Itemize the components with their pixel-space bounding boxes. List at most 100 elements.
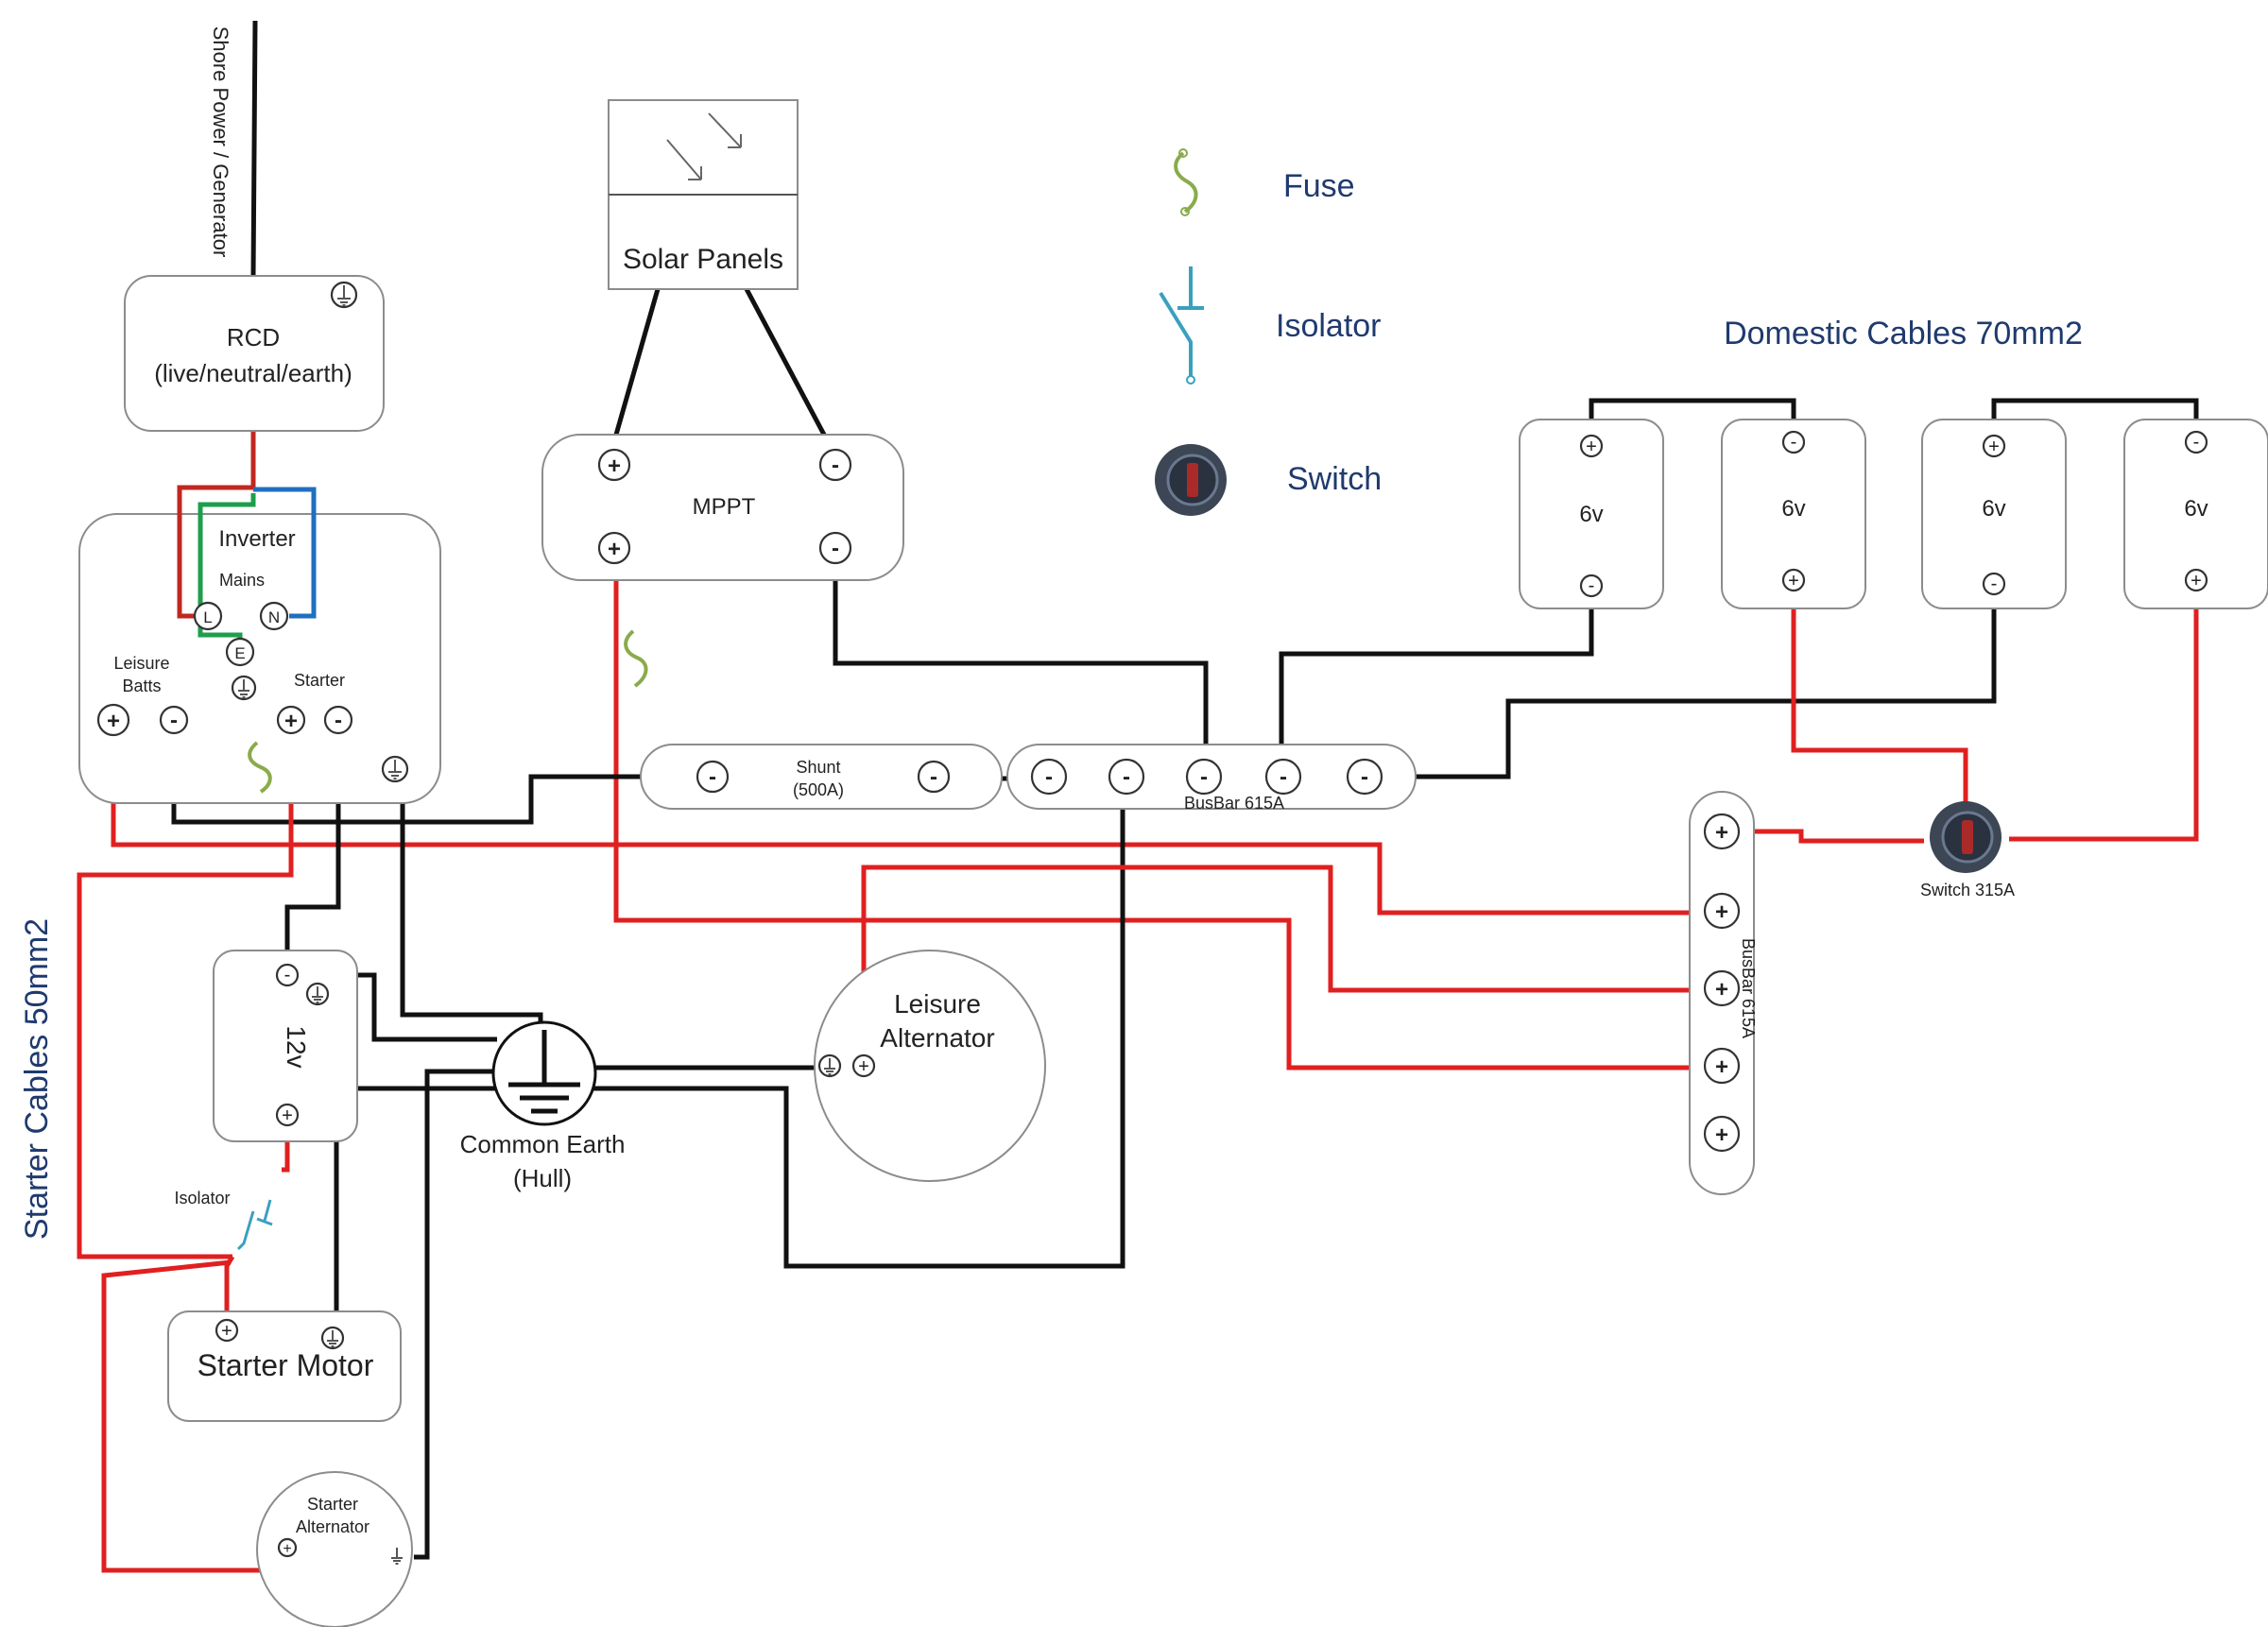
negative-busbar-label: BusBar 615A bbox=[1184, 794, 1284, 813]
shunt-negative-terminal-1: - bbox=[696, 760, 730, 794]
legend: Fuse Isolator Switch bbox=[1155, 148, 1382, 516]
rcd-box: RCD (live/neutral/earth) bbox=[124, 275, 385, 432]
terminal-n: N bbox=[259, 601, 289, 631]
busbar-negative-terminal-1: - bbox=[1030, 758, 1068, 796]
isolator-icon bbox=[236, 1199, 273, 1251]
svg-text:E: E bbox=[234, 644, 245, 662]
inverter-leisure-label: Leisure bbox=[113, 654, 169, 673]
busbar-negative-terminal-3: - bbox=[1185, 758, 1223, 796]
inverter-leisure-negative-terminal: - bbox=[159, 705, 189, 735]
inverter-live-internal bbox=[177, 485, 253, 619]
ground-icon bbox=[320, 1326, 345, 1350]
domestic-cables-label: Domestic Cables 70mm2 bbox=[1724, 316, 2083, 351]
starter-motor-positive-terminal: + bbox=[215, 1318, 239, 1343]
legend-fuse-label: Fuse bbox=[1283, 168, 1355, 204]
svg-text:+: + bbox=[608, 537, 621, 562]
inverter-starter-label: Starter bbox=[294, 671, 345, 690]
solar-panels-box: Solar Panels bbox=[608, 99, 799, 290]
battery1-positive-terminal: + bbox=[1579, 434, 1604, 458]
svg-text:-: - bbox=[709, 764, 716, 790]
svg-text:-: - bbox=[1791, 432, 1797, 453]
svg-text:+: + bbox=[608, 454, 621, 479]
ground-icon bbox=[330, 281, 358, 309]
svg-text:-: - bbox=[832, 453, 839, 478]
battery-switch-icon bbox=[1155, 444, 1227, 516]
sunlight-icon bbox=[666, 112, 742, 180]
svg-text:+: + bbox=[1586, 437, 1597, 457]
mppt-label: MPPT bbox=[693, 494, 756, 520]
svg-text:-: - bbox=[335, 708, 342, 733]
svg-text:-: - bbox=[1361, 764, 1368, 790]
busbar-positive-terminal-1: + bbox=[1703, 813, 1741, 850]
battery4-positive-terminal: + bbox=[2184, 568, 2208, 592]
svg-text:+: + bbox=[2191, 571, 2202, 591]
svg-text:-: - bbox=[170, 708, 178, 733]
mppt-negative-cable bbox=[833, 565, 1209, 763]
inverter-labels: Inverter Mains Leisure Batts Starter bbox=[113, 526, 345, 695]
starter-alternator: Starter Alternator bbox=[256, 1471, 413, 1627]
legend-switch-label: Switch bbox=[1287, 461, 1382, 497]
busbar-positive-terminal-2: + bbox=[1703, 892, 1741, 930]
switch-315a-label: Switch 315A bbox=[1920, 881, 2015, 899]
svg-text:+: + bbox=[1715, 977, 1728, 1002]
starter-isolator-label: Isolator bbox=[174, 1189, 230, 1207]
svg-text:N: N bbox=[268, 608, 280, 626]
shore-power-cable bbox=[250, 20, 258, 277]
mppt-positive-cable bbox=[613, 565, 1699, 1070]
inverter-starter-positive-cable bbox=[77, 720, 294, 1259]
svg-text:-: - bbox=[930, 764, 937, 790]
battery3-negative-cable bbox=[1389, 586, 1997, 779]
shore-power-label: Shore Power / Generator bbox=[209, 26, 232, 258]
battery1-negative-terminal: - bbox=[1579, 574, 1604, 598]
solar-right-cable bbox=[744, 287, 827, 437]
starter-cables-label: Starter Cables 50mm2 bbox=[19, 918, 55, 1240]
rcd-sublabel: (live/neutral/earth) bbox=[154, 359, 352, 387]
leisure-alternator-label: Leisure bbox=[894, 989, 981, 1019]
common-earth: Common Earth (Hull) bbox=[460, 1020, 626, 1192]
svg-text:+: + bbox=[1715, 1122, 1728, 1148]
inverter-mains-label: Mains bbox=[219, 571, 265, 590]
mppt-positive-terminal-top: + bbox=[597, 448, 631, 482]
common-earth-label: Common Earth bbox=[460, 1130, 626, 1158]
svg-text:+: + bbox=[858, 1056, 869, 1077]
battery-3: 6v bbox=[1921, 419, 2067, 609]
shunt-label: Shunt bbox=[796, 758, 840, 777]
battery4-positive-cable bbox=[2009, 582, 2199, 842]
svg-text:+: + bbox=[283, 1541, 291, 1557]
ground-icon bbox=[391, 1548, 403, 1565]
svg-text:L: L bbox=[203, 608, 212, 626]
svg-text:-: - bbox=[1589, 575, 1595, 596]
busbar-negative-terminal-5: - bbox=[1346, 758, 1383, 796]
leisure-alt-positive-cable bbox=[861, 865, 1699, 1066]
switch-to-busbar-cable bbox=[1720, 829, 1924, 844]
battery4-negative-terminal: - bbox=[2184, 430, 2208, 454]
svg-text:6v: 6v bbox=[1781, 496, 1805, 522]
svg-text:6v: 6v bbox=[2184, 496, 2208, 522]
svg-text:-: - bbox=[1123, 764, 1130, 790]
battery12-negative-terminal: - bbox=[275, 963, 300, 987]
battery12-positive-terminal: + bbox=[275, 1103, 300, 1127]
svg-text:-: - bbox=[1280, 764, 1287, 790]
svg-text:-: - bbox=[1045, 764, 1053, 790]
svg-text:+: + bbox=[107, 709, 120, 734]
svg-text:-: - bbox=[832, 536, 839, 561]
fuse-icon bbox=[624, 629, 648, 688]
rcd-label: RCD bbox=[227, 323, 280, 351]
starter-alt-positive-terminal: + bbox=[277, 1537, 298, 1558]
inverter-earth-cable bbox=[400, 782, 543, 1022]
inverter-batts-label: Batts bbox=[122, 676, 161, 695]
svg-text:6v: 6v bbox=[1982, 496, 2005, 522]
inverter-starter-negative-terminal: - bbox=[323, 705, 353, 735]
inverter-starter-negative-cable bbox=[284, 720, 341, 975]
common-earth-to-busbar-cable bbox=[593, 779, 1125, 1269]
starter-alt-earth-cable bbox=[414, 1069, 501, 1560]
solar-left-cable bbox=[613, 288, 661, 436]
solar-panels-label: Solar Panels bbox=[623, 244, 783, 275]
leisure-alt-positive-terminal: + bbox=[851, 1053, 876, 1078]
leisure-alternator: Leisure Alternator bbox=[814, 950, 1046, 1182]
svg-text:+: + bbox=[221, 1321, 232, 1342]
svg-text:+: + bbox=[1715, 1054, 1728, 1080]
fuse-icon bbox=[1174, 151, 1198, 214]
common-earth-sublabel: (Hull) bbox=[513, 1164, 572, 1192]
